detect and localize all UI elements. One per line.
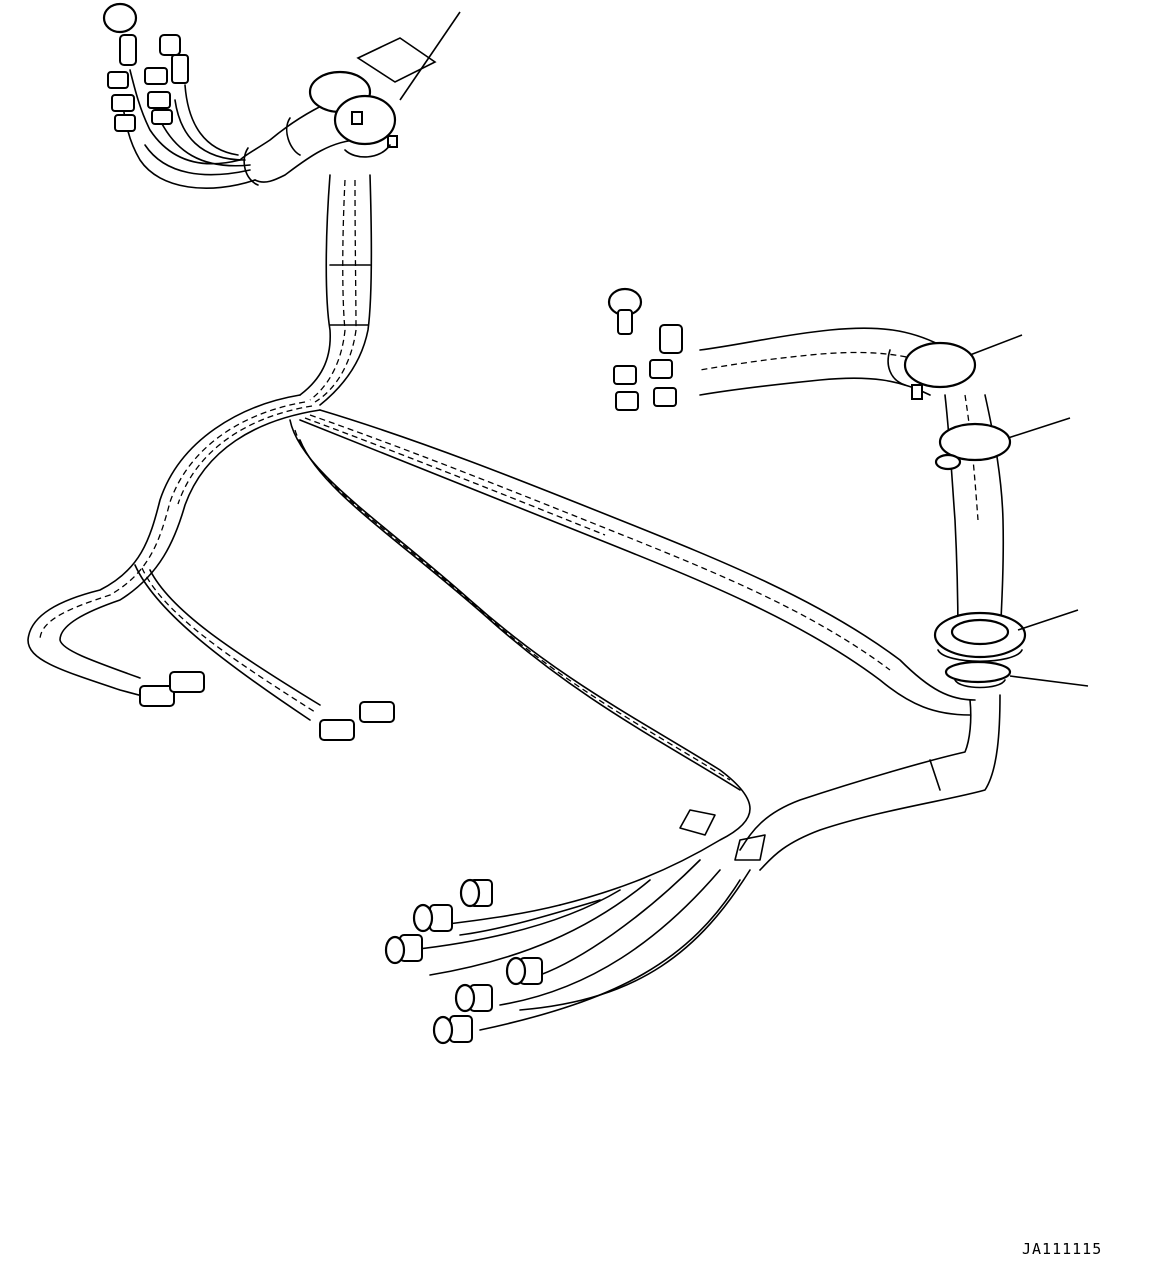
right-harness [607, 287, 1027, 689]
left-harness [102, 2, 398, 406]
leader-lines [356, 11, 1089, 687]
drawing-code: JA111115 [1022, 1240, 1103, 1258]
main-harness [27, 394, 1001, 1045]
